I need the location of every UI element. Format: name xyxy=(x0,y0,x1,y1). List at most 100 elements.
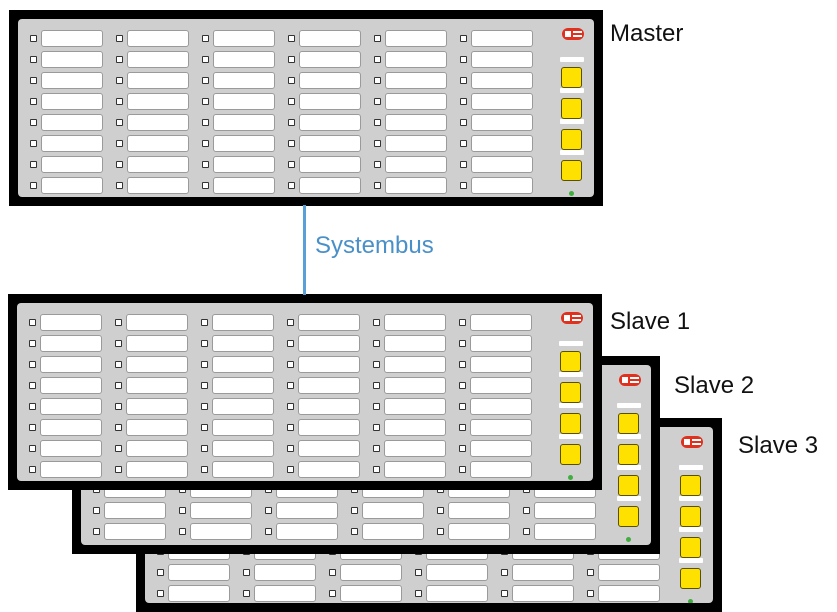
slave-1-label-field xyxy=(40,377,102,394)
slave-1-indicator-cell xyxy=(373,376,451,396)
slave-1-indicator-cell xyxy=(287,355,365,375)
led-indicator-icon xyxy=(115,319,122,326)
master-indicator-cell xyxy=(288,134,366,154)
master-label-field xyxy=(127,114,189,131)
slave-1-indicator-cell xyxy=(459,418,537,438)
master-label-field xyxy=(385,51,447,68)
master-function-key-1[interactable] xyxy=(561,67,582,88)
master-indicator-cell xyxy=(374,50,452,70)
slave-1-label-field xyxy=(212,335,274,352)
master-indicator-cell xyxy=(202,29,280,49)
slave-1-label-field xyxy=(384,314,446,331)
slave-1-label-field xyxy=(126,440,188,457)
master-label-field xyxy=(127,93,189,110)
led-indicator-icon xyxy=(288,161,295,168)
master-label-field xyxy=(385,177,447,194)
led-indicator-icon xyxy=(373,466,380,473)
slave-1-label-field xyxy=(126,461,188,478)
master-label-field xyxy=(127,156,189,173)
slave-1-face xyxy=(17,303,593,481)
slave-1-label-field xyxy=(40,419,102,436)
master-label-field xyxy=(213,72,275,89)
led-indicator-icon xyxy=(30,98,37,105)
slave-3-function-key-3[interactable] xyxy=(680,537,701,558)
slave-2-function-key-2[interactable] xyxy=(618,444,639,465)
led-indicator-icon xyxy=(288,56,295,63)
led-indicator-icon xyxy=(351,528,358,535)
led-indicator-icon xyxy=(115,403,122,410)
master-indicator-cell xyxy=(460,71,538,91)
status-led-icon xyxy=(626,537,631,542)
led-indicator-icon xyxy=(29,340,36,347)
led-indicator-icon xyxy=(459,403,466,410)
slave-1-function-key-1[interactable] xyxy=(560,351,581,372)
master-label-field xyxy=(127,51,189,68)
slave-2-label-field xyxy=(104,502,166,519)
slave-1-label-field xyxy=(126,356,188,373)
led-indicator-icon xyxy=(30,35,37,42)
slave-1-label-field xyxy=(126,419,188,436)
master-key-label-slot xyxy=(560,88,584,93)
master-function-key-2[interactable] xyxy=(561,98,582,119)
slave-3-key-label-slot xyxy=(679,496,703,501)
slave-1-indicator-cell xyxy=(459,376,537,396)
led-indicator-icon xyxy=(201,361,208,368)
led-indicator-icon xyxy=(116,161,123,168)
slave-1-indicator-cell xyxy=(115,334,193,354)
master-label-field xyxy=(127,30,189,47)
slave-3-function-key-4[interactable] xyxy=(680,568,701,589)
led-indicator-icon xyxy=(288,182,295,189)
slave-1-label-field xyxy=(470,419,532,436)
slave-1-label-field xyxy=(470,335,532,352)
led-indicator-icon xyxy=(116,98,123,105)
master-indicator-cell xyxy=(30,50,108,70)
led-indicator-icon xyxy=(116,77,123,84)
master-label-field xyxy=(41,135,103,152)
slave-3-function-key-1[interactable] xyxy=(680,475,701,496)
master-indicator-cell xyxy=(374,113,452,133)
led-indicator-icon xyxy=(501,590,508,597)
led-indicator-icon xyxy=(287,424,294,431)
slave-1-function-key-2[interactable] xyxy=(560,382,581,403)
led-indicator-icon xyxy=(587,590,594,597)
led-indicator-icon xyxy=(373,424,380,431)
master-indicator-cell xyxy=(374,92,452,112)
master-label-field xyxy=(41,177,103,194)
slave-1-indicator-cell xyxy=(115,418,193,438)
master-face xyxy=(18,19,594,197)
led-indicator-icon xyxy=(374,119,381,126)
systembus-line xyxy=(303,205,306,295)
slave-2-function-key-3[interactable] xyxy=(618,475,639,496)
slave-1-label-field xyxy=(298,314,360,331)
slave-1-function-key-3[interactable] xyxy=(560,413,581,434)
slave-1-label-field xyxy=(470,314,532,331)
slave-2-function-key-1[interactable] xyxy=(618,413,639,434)
led-indicator-icon xyxy=(201,445,208,452)
master-indicator-cell xyxy=(30,92,108,112)
slave-1-label-field xyxy=(40,314,102,331)
led-indicator-icon xyxy=(202,161,209,168)
master-function-key-4[interactable] xyxy=(561,160,582,181)
led-indicator-icon xyxy=(373,403,380,410)
master-label-field xyxy=(471,135,533,152)
led-indicator-icon xyxy=(373,340,380,347)
slave-2-function-key-4[interactable] xyxy=(618,506,639,527)
slave-1-function-key-4[interactable] xyxy=(560,444,581,465)
slave-1-indicator-cell xyxy=(115,439,193,459)
slave-2-key-label-slot xyxy=(617,434,641,439)
slave-1-label-field xyxy=(470,356,532,373)
master-indicator-cell xyxy=(116,71,194,91)
master-function-key-3[interactable] xyxy=(561,129,582,150)
slave-3-key-label-slot xyxy=(679,527,703,532)
slave-3-label-field xyxy=(168,564,230,581)
slave-1-indicator-cell xyxy=(373,313,451,333)
slave-1-label-field xyxy=(126,335,188,352)
slave-1-label-field xyxy=(384,461,446,478)
master-indicator-cell xyxy=(288,176,366,196)
slave-1-label-field xyxy=(40,461,102,478)
master-indicator-cell xyxy=(30,113,108,133)
led-indicator-icon xyxy=(115,445,122,452)
led-indicator-icon xyxy=(287,445,294,452)
slave-1-label-field xyxy=(384,398,446,415)
slave-3-function-key-2[interactable] xyxy=(680,506,701,527)
